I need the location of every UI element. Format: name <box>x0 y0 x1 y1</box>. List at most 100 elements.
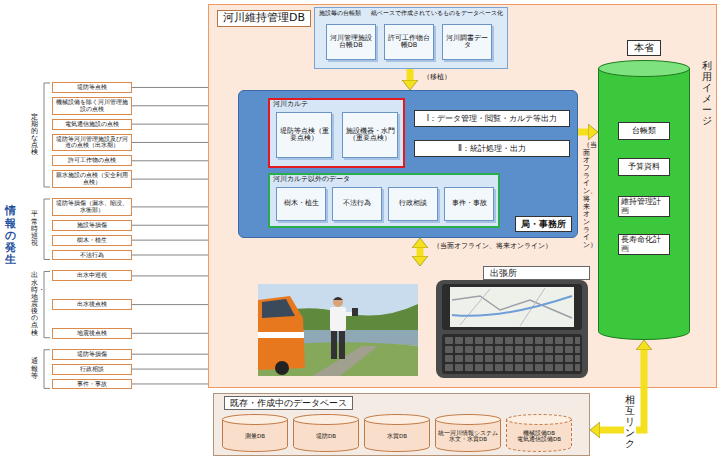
node-text: 事件・事故 <box>55 381 129 388</box>
node-text: 不法行為 <box>343 200 371 207</box>
source-box: 出水後点検 <box>52 299 132 310</box>
vertical-label: 通報等 <box>31 358 38 379</box>
source-box: 堤防等損傷 <box>52 349 132 360</box>
node-text: 施設等損傷 <box>55 222 129 229</box>
node-text: 許可工作物の点検 <box>55 157 129 164</box>
flow-arrow <box>407 69 414 80</box>
database-cylinder: 測量DB <box>222 414 288 452</box>
source-box: 許可工作物の点検 <box>52 155 132 166</box>
function-box: Ⅰ：データ管理・閲覧・カルテ等出力 <box>414 110 570 127</box>
edge-label: （移植） <box>422 73 452 81</box>
document-stack: 許可工作物台帳DB <box>384 24 434 60</box>
field-photo <box>352 308 358 316</box>
leader-wire <box>132 369 208 370</box>
vertical-label: 情報の発生 <box>5 205 16 265</box>
node-text: 堤防等点検 <box>55 84 129 91</box>
leader-wire <box>132 354 208 355</box>
vertical-label: 出水時・地震後の点検 <box>31 272 38 336</box>
database-cylinder: 機械設備DB 電気通信設備DB <box>506 414 572 452</box>
tablet-pc <box>452 296 572 316</box>
edge-label-holder: 相互リンク <box>624 394 636 449</box>
node-text: 施設機器・水門（重要点検） <box>345 128 395 143</box>
data-item: 維持管理計画 <box>618 196 670 217</box>
data-item: 予算資料 <box>618 158 670 176</box>
tablet-pc <box>442 334 582 374</box>
field-photo <box>333 297 343 300</box>
cylinder-top <box>599 61 690 77</box>
source-box: 不法行為 <box>52 250 132 261</box>
leader-wire <box>132 160 208 161</box>
leader-wire <box>132 333 208 334</box>
karte-box: 河川カルテ堤防等点検（重要点検）施設機器・水門（重要点検） <box>268 98 405 168</box>
node-text: 出水後点検 <box>55 301 129 308</box>
vertical-label: 定期的な点検 <box>31 114 38 157</box>
node-text: 樹木・植生 <box>284 200 319 207</box>
cylinder-top <box>507 415 572 425</box>
node-text: 不法行為 <box>55 252 129 259</box>
field-photo <box>275 361 289 375</box>
node-text: 機械設備を除く河川管理施設の点検 <box>55 99 129 113</box>
node-text: 出張所 <box>483 266 590 280</box>
document-stack: 施設機器・水門（重要点検） <box>342 112 398 158</box>
node-text: 機械設備DB 電気通信設備DB <box>508 430 570 443</box>
node-text: Ⅰ：データ管理・閲覧・カルテ等出力 <box>427 114 557 123</box>
source-box: 機械設備を除く河川管理施設の点検 <box>52 97 132 115</box>
tablet-pc <box>442 284 582 330</box>
node-text: 樹木・植生 <box>55 237 129 244</box>
leader-wire <box>132 206 208 207</box>
data-item: 長寿命化計画 <box>618 234 670 255</box>
node-text: 堤防等損傷（漏水、陥没、水衝部） <box>55 200 129 214</box>
node-text: 局・事務所 <box>515 216 572 232</box>
tablet-pc <box>436 280 588 378</box>
flow-arrow <box>417 248 424 256</box>
node-text: 統一河川情報システム 水文・水質DB <box>437 430 499 443</box>
leader-wire <box>132 105 208 106</box>
database-cylinder: 統一河川情報システム 水文・水質DB <box>435 414 501 452</box>
tablet-pc <box>436 280 588 378</box>
node-text: 出水中巡視 <box>55 272 129 279</box>
field-photo <box>331 331 337 359</box>
node-text: Ⅱ：統計処理・出力 <box>458 144 526 153</box>
source-box: 地震後点検 <box>52 328 132 339</box>
cylinder-top <box>436 415 501 425</box>
other-data-box: 河川カルテ以外のデータ樹木・植生不法行為行政相談事件・事故 <box>268 173 500 228</box>
source-box: 事件・事故 <box>52 379 132 390</box>
leader-wire <box>132 87 208 88</box>
source-box: 出水中巡視 <box>52 270 132 281</box>
document-stack: 事件・事故 <box>444 187 494 221</box>
leader-wire <box>132 179 208 180</box>
label-holder: 出水時・地震後の点検 <box>31 272 38 336</box>
field-photo <box>258 332 304 338</box>
edge-label-holder: （移植） <box>422 73 452 81</box>
leader-wire <box>132 383 208 384</box>
node-text: 親水施設の点検（安全利用点検） <box>55 172 129 186</box>
source-box: 堤防等損傷（漏水、陥没、水衝部） <box>52 198 132 216</box>
edge-label-holder: （当面オフライン、将来オンライン） <box>582 142 591 250</box>
node-text: 地震後点検 <box>55 330 129 337</box>
function-box: Ⅱ：統計処理・出力 <box>414 140 570 157</box>
node-text: 事件・事故 <box>452 200 487 207</box>
cylinder-top <box>223 415 288 425</box>
group-bracket <box>44 83 50 187</box>
field-photo <box>258 296 305 370</box>
node-text: 河川維持管理DB <box>217 10 311 27</box>
label-holder: 通報等 <box>31 358 38 379</box>
edge-label-holder: （当面オフライン、将来オンライン） <box>432 242 553 250</box>
cylinder-top <box>365 415 430 425</box>
database-cylinder: 堤防DB <box>293 414 359 452</box>
label-holder: 平常時巡視 <box>31 211 38 247</box>
leader-wire <box>132 142 208 143</box>
label-holder: 定期的な点検 <box>31 114 38 157</box>
node-text: 既存・作成中のデータベース <box>224 396 353 410</box>
node-text: 測量DB <box>245 433 265 439</box>
group-bracket <box>44 271 50 337</box>
data-item: 台帳類 <box>618 122 670 140</box>
node-text: 河川カルテ <box>273 101 400 108</box>
edge-label: （当面オフライン、将来オンライン） <box>582 142 591 250</box>
node-text: 河川調書データ <box>445 35 489 50</box>
group-bracket <box>44 350 50 389</box>
group-bracket <box>44 83 50 388</box>
source-box: 親水施設の点検（安全利用点検） <box>52 170 132 188</box>
